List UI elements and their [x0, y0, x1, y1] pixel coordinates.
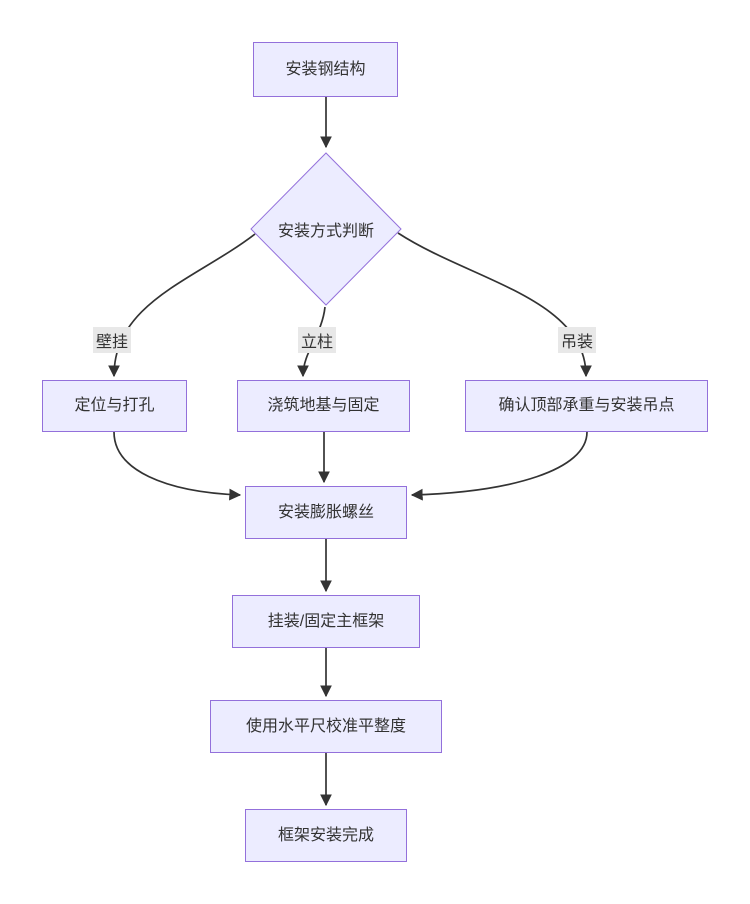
edge-decision-to-wall — [108, 233, 256, 378]
node-level-calibration: 使用水平尺校准平整度 — [210, 700, 442, 753]
node-decision: 安装方式判断 — [246, 149, 406, 309]
node-start: 安装钢结构 — [253, 42, 398, 97]
edge-wall-to-anchor — [113, 431, 242, 501]
node-expansion-bolts-label: 安装膨胀螺丝 — [277, 503, 374, 521]
node-frame-complete: 框架安装完成 — [245, 809, 407, 862]
edge-label-hoist-text: 吊装 — [560, 334, 594, 351]
node-expansion-bolts: 安装膨胀螺丝 — [245, 486, 407, 539]
node-confirm-load-label: 确认顶部承重与安装吊点 — [498, 397, 675, 415]
edge-label-wall-mount: 壁挂 — [92, 327, 132, 353]
edge-label-column-text: 立柱 — [300, 334, 334, 351]
node-start-label: 安装钢结构 — [285, 60, 366, 78]
edge-label-wall-mount-text: 壁挂 — [95, 334, 129, 351]
node-position-drill-label: 定位与打孔 — [74, 397, 155, 415]
node-frame-complete-label: 框架安装完成 — [277, 826, 374, 844]
node-level-calibration-label: 使用水平尺校准平整度 — [245, 717, 406, 735]
node-decision-label: 安装方式判断 — [277, 223, 374, 240]
node-pour-foundation-label: 浇筑地基与固定 — [267, 397, 380, 415]
edge-label-column: 立柱 — [297, 327, 337, 353]
edge-decision-to-hoist — [397, 232, 592, 378]
edge-hoist-to-anchor — [410, 431, 588, 501]
node-position-drill: 定位与打孔 — [42, 380, 187, 432]
edge-label-hoist: 吊装 — [557, 327, 597, 353]
node-mount-main-frame-label: 挂装/固定主框架 — [267, 612, 385, 630]
node-pour-foundation: 浇筑地基与固定 — [237, 380, 410, 432]
node-decision-shape — [250, 152, 402, 306]
node-mount-main-frame: 挂装/固定主框架 — [232, 595, 420, 648]
node-confirm-load: 确认顶部承重与安装吊点 — [465, 380, 708, 432]
